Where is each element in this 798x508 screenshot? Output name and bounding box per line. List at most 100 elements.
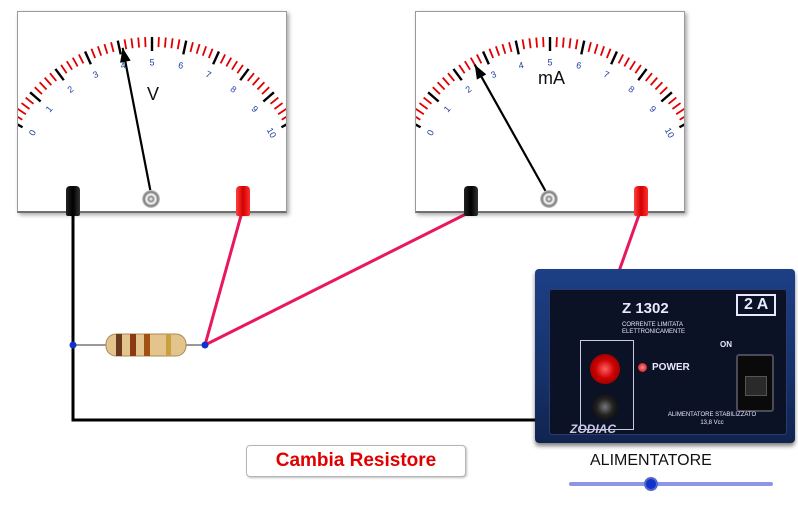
scale-major-tick bbox=[580, 40, 586, 55]
scale-number-label: 4 bbox=[120, 60, 127, 71]
scale-minor-tick bbox=[252, 77, 260, 86]
scale-minor-tick bbox=[675, 107, 684, 116]
scale-minor-tick bbox=[137, 37, 140, 48]
scale-major-tick bbox=[262, 91, 275, 103]
scale-minor-tick bbox=[25, 96, 35, 105]
scale-minor-tick bbox=[164, 37, 167, 48]
power-supply-slider-label: ALIMENTATORE bbox=[590, 452, 712, 469]
scale-major-tick bbox=[481, 50, 490, 65]
scale-number-label: 1 bbox=[44, 104, 55, 114]
scale-minor-tick bbox=[535, 37, 538, 48]
scale-major-tick bbox=[116, 40, 122, 55]
power-switch[interactable] bbox=[736, 354, 774, 412]
scale-minor-tick bbox=[659, 86, 668, 95]
scale-number-label: 3 bbox=[489, 69, 498, 80]
scale-minor-tick bbox=[617, 54, 624, 64]
scale-number-label: 8 bbox=[626, 84, 636, 95]
power-supply: Z 1302 2 A CORRENTE LIMITATA ELETTRONICA… bbox=[535, 269, 795, 443]
scale-number-label: 3 bbox=[91, 69, 100, 80]
red-wire-voltmeter bbox=[203, 211, 244, 346]
scale-minor-tick bbox=[521, 39, 526, 50]
scale-minor-tick bbox=[593, 43, 599, 54]
scale-number-label: 5 bbox=[547, 57, 552, 67]
power-supply-footer-line1: ALIMENTATORE STABILIZZATO bbox=[667, 412, 757, 418]
scale-minor-tick bbox=[599, 46, 605, 57]
power-supply-footer-line2: 13,8 Vcc bbox=[700, 420, 724, 426]
scale-minor-tick bbox=[501, 43, 507, 54]
scale-major-tick bbox=[637, 68, 648, 81]
scale-minor-tick bbox=[71, 57, 79, 67]
scale-major-tick bbox=[514, 40, 520, 55]
scale-minor-tick bbox=[189, 42, 194, 53]
change-resistor-button[interactable]: Cambia Resistore bbox=[246, 445, 466, 477]
scale-major-tick bbox=[182, 40, 188, 55]
scale-minor-tick bbox=[18, 116, 23, 121]
terminal-frame bbox=[580, 340, 634, 430]
scale-major-tick bbox=[610, 50, 619, 65]
power-supply-slider-track[interactable] bbox=[569, 482, 773, 486]
scale-minor-tick bbox=[170, 38, 174, 49]
ammeter-unit-label: mA bbox=[538, 68, 565, 88]
voltmeter-black-terminal[interactable] bbox=[66, 186, 80, 216]
scale-major-tick bbox=[239, 68, 250, 81]
scale-minor-tick bbox=[261, 86, 270, 95]
scale-number-label: 2 bbox=[464, 84, 474, 95]
scale-major-tick bbox=[54, 68, 65, 81]
power-supply-brand-logo: ZODIAC bbox=[570, 422, 616, 436]
power-supply-description: CORRENTE LIMITATA ELETTRONICAMENTE bbox=[622, 322, 686, 335]
scale-minor-tick bbox=[208, 48, 214, 59]
resistor[interactable] bbox=[105, 333, 187, 357]
scale-number-label: 6 bbox=[575, 60, 582, 71]
power-supply-front-panel: Z 1302 2 A CORRENTE LIMITATA ELETTRONICA… bbox=[549, 289, 787, 436]
scale-minor-tick bbox=[528, 38, 532, 49]
scale-minor-tick bbox=[650, 77, 658, 86]
power-supply-positive-terminal[interactable] bbox=[590, 354, 620, 384]
scale-minor-tick bbox=[225, 57, 233, 67]
scale-minor-tick bbox=[606, 48, 612, 59]
scale-minor-tick bbox=[38, 81, 48, 91]
junction-dot bbox=[201, 341, 209, 349]
scale-major-tick bbox=[212, 50, 221, 65]
scale-minor-tick bbox=[634, 64, 642, 74]
scale-minor-tick bbox=[587, 42, 592, 53]
power-supply-power-label: POWER bbox=[652, 362, 690, 373]
ammeter-black-terminal[interactable] bbox=[464, 186, 478, 216]
scale-minor-tick bbox=[78, 54, 85, 64]
scale-minor-tick bbox=[447, 72, 455, 82]
scale-number-label: 2 bbox=[66, 84, 76, 95]
scale-minor-tick bbox=[44, 77, 52, 86]
scale-minor-tick bbox=[671, 102, 682, 110]
scale-major-tick bbox=[416, 123, 422, 129]
scale-minor-tick bbox=[416, 107, 425, 116]
scale-minor-tick bbox=[495, 46, 501, 57]
scale-minor-tick bbox=[176, 39, 181, 50]
voltmeter-red-terminal[interactable] bbox=[236, 186, 250, 216]
power-supply-slider-thumb[interactable] bbox=[643, 477, 658, 491]
scale-minor-tick bbox=[442, 77, 450, 86]
scale-major-tick bbox=[280, 123, 286, 129]
power-supply-footer: ALIMENTATORE STABILIZZATO 13,8 Vcc bbox=[652, 411, 772, 427]
ammeter-red-terminal[interactable] bbox=[634, 186, 648, 216]
scale-number-label: 4 bbox=[518, 60, 525, 71]
ammeter-pivot bbox=[540, 190, 558, 208]
scale-minor-tick bbox=[476, 54, 483, 64]
power-supply-model: Z 1302 bbox=[622, 300, 669, 317]
scale-minor-tick bbox=[256, 81, 266, 91]
scale-major-tick bbox=[452, 68, 463, 81]
scale-major-tick bbox=[29, 91, 42, 103]
scale-number-label: 5 bbox=[149, 57, 154, 67]
scale-major-tick bbox=[678, 123, 684, 129]
scale-minor-tick bbox=[562, 37, 565, 48]
scale-minor-tick bbox=[130, 38, 134, 49]
scale-minor-tick bbox=[416, 116, 421, 121]
scale-minor-tick bbox=[488, 48, 494, 59]
power-supply-on-label: ON bbox=[720, 340, 732, 349]
scale-minor-tick bbox=[623, 57, 631, 67]
power-supply-negative-terminal[interactable] bbox=[592, 394, 618, 420]
scale-minor-tick bbox=[97, 46, 103, 57]
meter-needle bbox=[473, 64, 551, 200]
power-supply-rating: 2 A bbox=[736, 294, 777, 316]
scale-minor-tick bbox=[66, 60, 73, 71]
